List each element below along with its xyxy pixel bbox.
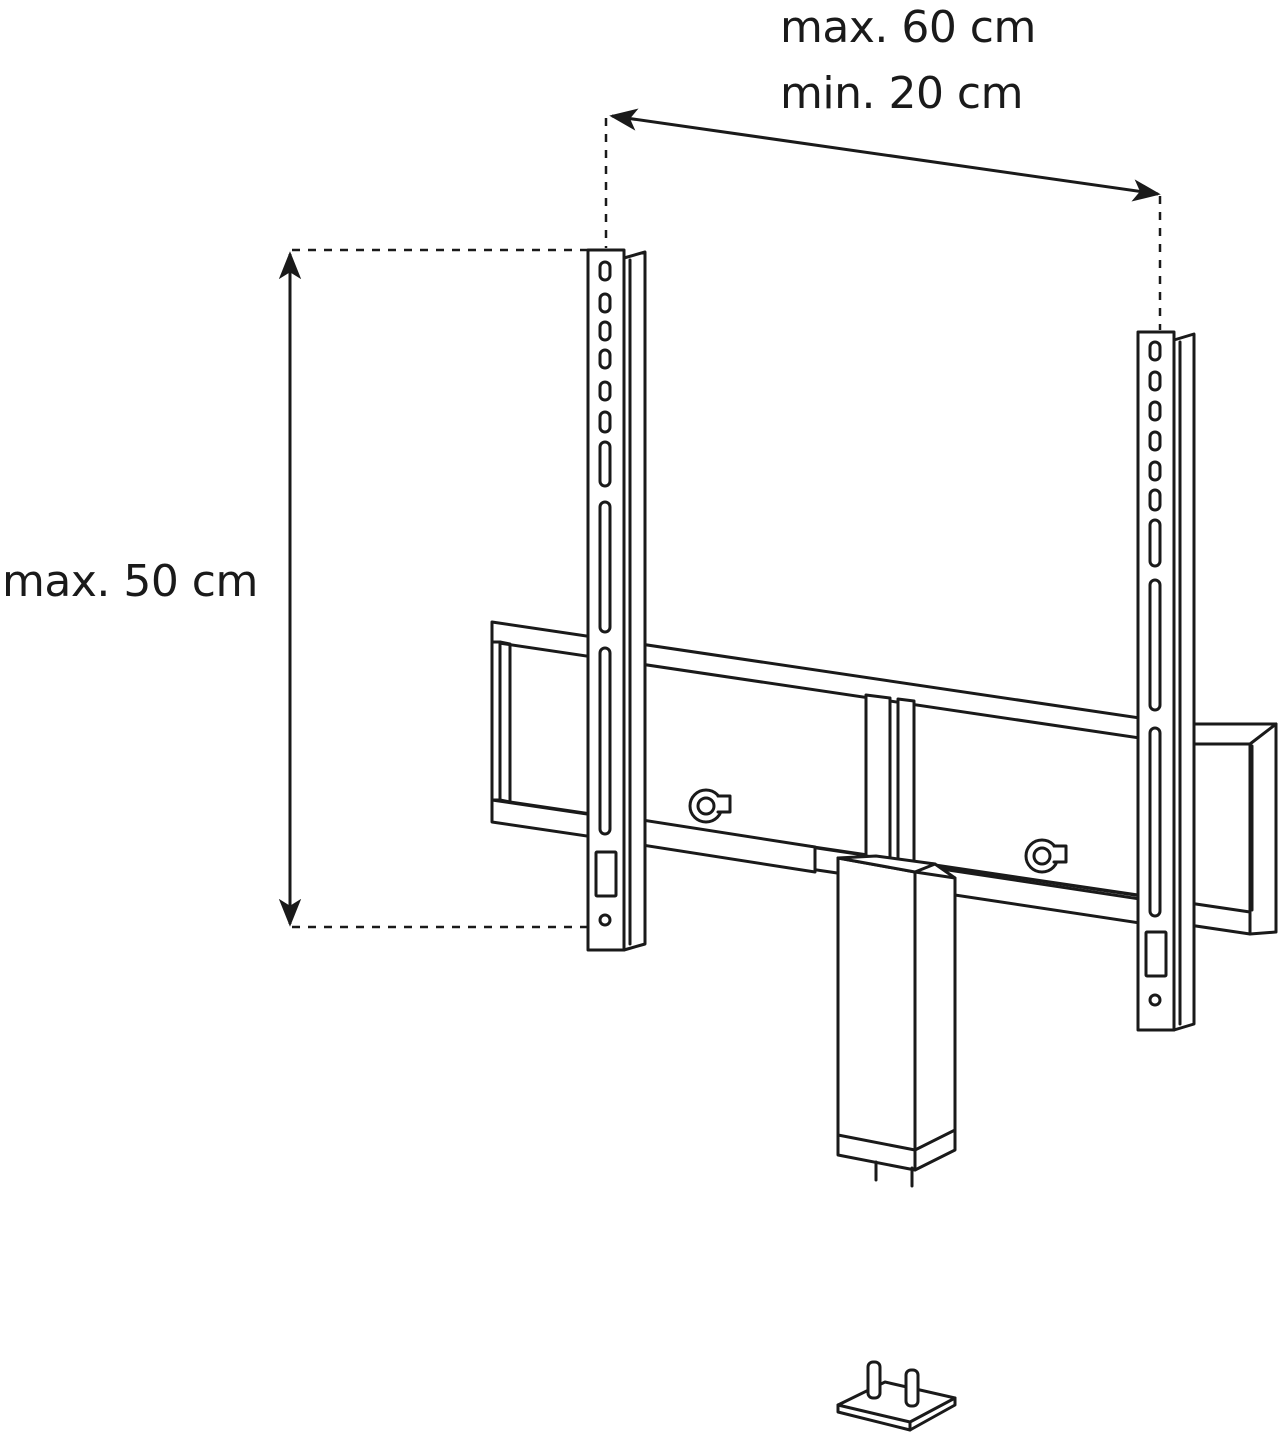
width-dimension-arrow [609, 108, 1161, 202]
dimension-lines [278, 108, 1162, 929]
width-max-label: max. 60 cm [780, 2, 1036, 53]
adjust-knob-right-icon [1024, 838, 1068, 874]
width-min-label: min. 20 cm [780, 68, 1023, 119]
vertical-bracket-right [1136, 330, 1196, 1032]
adjust-knob-left-icon [688, 788, 732, 824]
vertical-bracket-left [586, 248, 647, 952]
base-plate [836, 1360, 957, 1432]
support-column [836, 854, 957, 1188]
height-max-label: max. 50 cm [2, 556, 258, 607]
